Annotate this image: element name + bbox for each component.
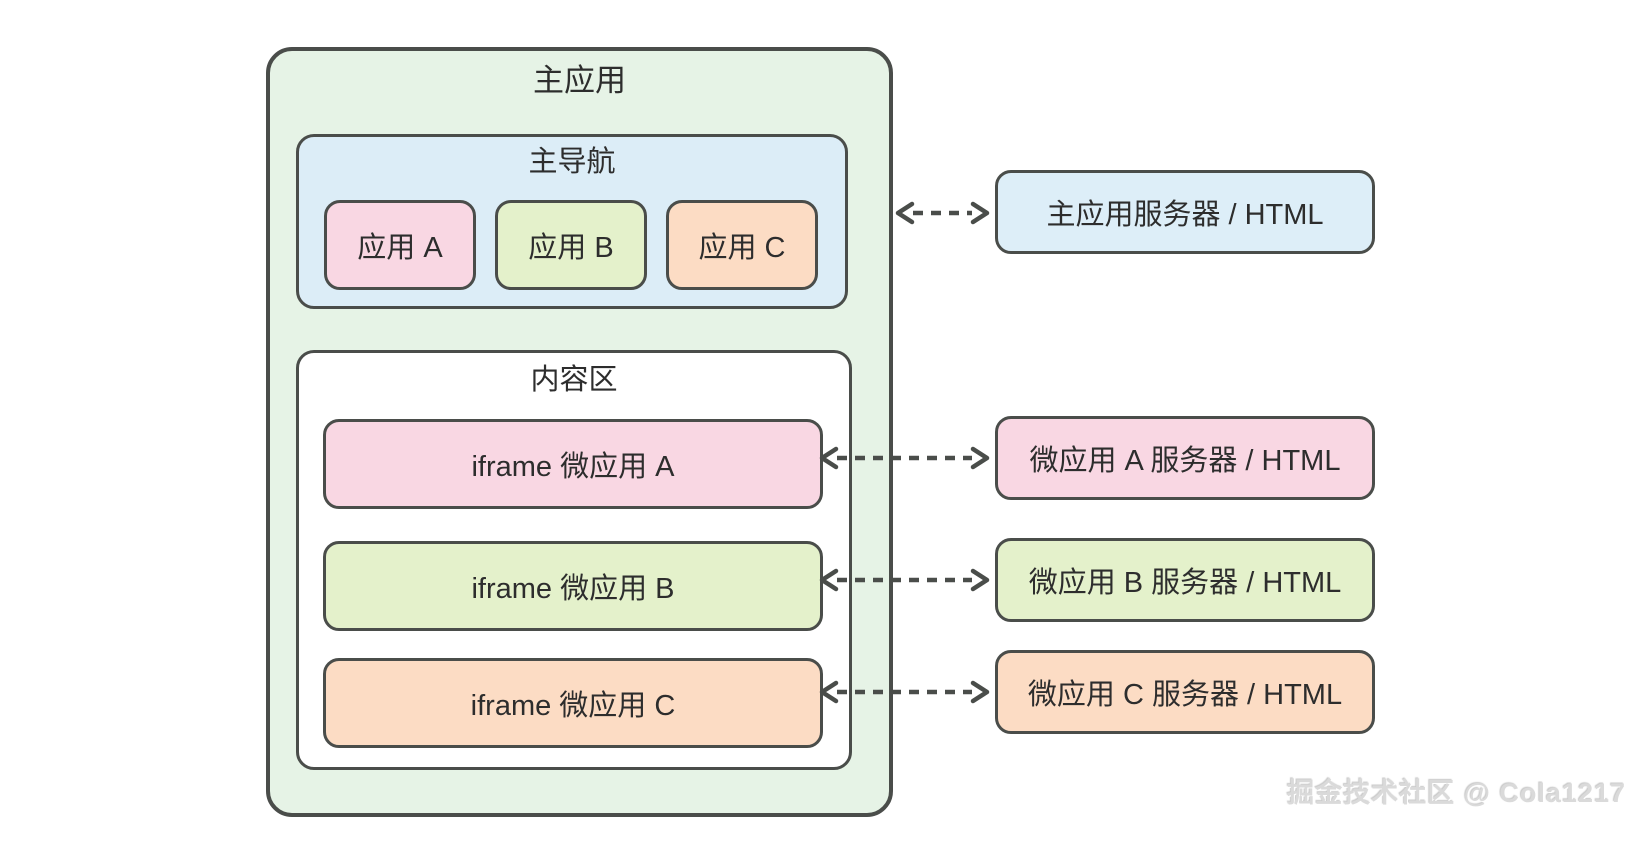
nav-item-app-c: 应用 C bbox=[666, 200, 818, 290]
iframe-micro-app-a: iframe 微应用 A bbox=[323, 419, 823, 509]
nav-item-app-a: 应用 A bbox=[324, 200, 476, 290]
main-nav-items: 应用 A 应用 B 应用 C bbox=[324, 200, 818, 290]
iframe-micro-app-b: iframe 微应用 B bbox=[323, 541, 823, 631]
server-micro-app-b: 微应用 B 服务器 / HTML bbox=[995, 538, 1375, 622]
content-area-container: 内容区 iframe 微应用 A iframe 微应用 B iframe 微应用… bbox=[296, 350, 852, 770]
server-micro-app-c: 微应用 C 服务器 / HTML bbox=[995, 650, 1375, 734]
main-app-title: 主应用 bbox=[533, 63, 626, 98]
main-nav-container: 主导航 应用 A 应用 B 应用 C bbox=[296, 134, 848, 309]
main-nav-title: 主导航 bbox=[528, 146, 616, 178]
server-main-app: 主应用服务器 / HTML bbox=[995, 170, 1375, 254]
watermark: 掘金技术社区 @ Cola1217 bbox=[1287, 778, 1626, 808]
content-area-title: 内容区 bbox=[530, 364, 618, 396]
arrow-main-app-server bbox=[895, 201, 990, 225]
server-micro-app-a: 微应用 A 服务器 / HTML bbox=[995, 416, 1375, 500]
iframe-micro-app-c: iframe 微应用 C bbox=[323, 658, 823, 748]
nav-item-app-b: 应用 B bbox=[495, 200, 647, 290]
main-app-container: 主应用 主导航 应用 A 应用 B 应用 C 内容区 iframe 微应用 A … bbox=[266, 47, 893, 817]
